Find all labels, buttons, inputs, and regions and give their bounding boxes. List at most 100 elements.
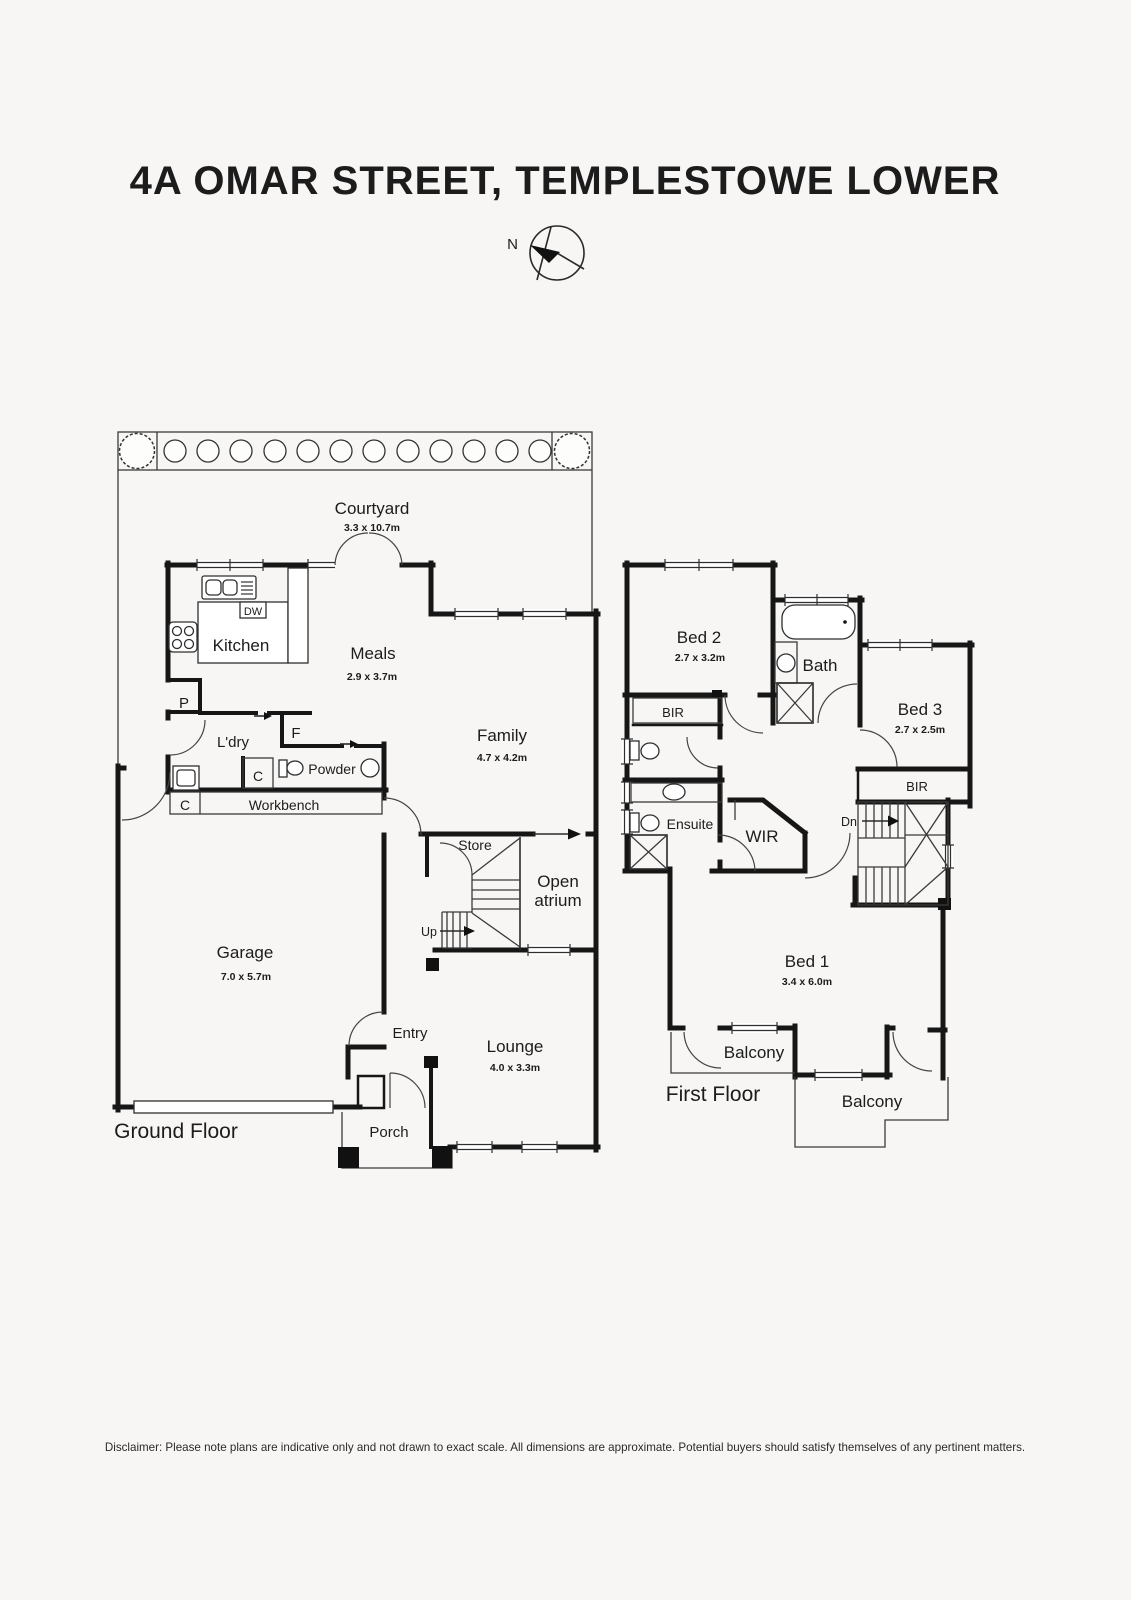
marker-cupboard-powder: C [253, 768, 263, 784]
room-label-porch: Porch [369, 1124, 408, 1141]
room-dims-bed3: 2.7 x 2.5m [895, 724, 945, 736]
marker-dishwasher: DW [244, 606, 263, 618]
first-floor-windows [621, 559, 954, 1081]
room-label-open-atrium-2: atrium [534, 891, 581, 910]
bed3-door-arc [859, 729, 898, 768]
toilet-icon [629, 740, 660, 761]
room-dims-lounge: 4.0 x 3.3m [490, 1062, 540, 1074]
room-dims-garage: 7.0 x 5.7m [221, 971, 271, 983]
french-door-arc [334, 532, 403, 566]
bir-box-bed2 [632, 697, 723, 724]
toilet-icon [278, 759, 304, 778]
courtyard-landscaping [117, 431, 593, 766]
window [867, 639, 933, 651]
hall-door-arc [383, 797, 422, 836]
room-label-garage: Garage [217, 943, 274, 962]
dishwasher [239, 601, 267, 619]
room-label-balcony-left: Balcony [724, 1043, 785, 1062]
window [196, 559, 264, 571]
first-floor-plan: Bed 2 2.7 x 3.2m Bath Bed 3 2.7 x 2.5m B… [621, 559, 975, 1148]
tree-icon [553, 432, 591, 470]
room-label-bed2: Bed 2 [677, 628, 721, 647]
cooktop-icon [168, 621, 198, 653]
room-label-courtyard: Courtyard [335, 499, 410, 518]
shower-icon [629, 834, 668, 870]
disclaimer-text: Disclaimer: Please note plans are indica… [105, 1441, 1025, 1454]
ground-floor-windows [196, 559, 571, 1153]
laundry-trough-icon [172, 765, 200, 791]
porch-pillar [338, 1147, 359, 1168]
window [731, 1022, 778, 1034]
marker-bir-bed2: BIR [662, 705, 684, 720]
window [521, 1141, 558, 1153]
room-dims-meals: 2.9 x 3.7m [347, 671, 397, 683]
balcony-outlines [670, 1032, 949, 1148]
marker-stairs-up: Up [421, 925, 437, 939]
bath-door-arc [817, 683, 858, 724]
first-floor-doors [683, 683, 933, 1072]
room-label-family: Family [477, 726, 528, 745]
bed2-door-arc [724, 694, 764, 734]
basin-icon [360, 758, 380, 778]
compass-north-label: N [507, 236, 518, 253]
room-label-open-atrium-1: Open [537, 872, 579, 891]
room-label-wir: WIR [745, 827, 778, 846]
basin-icon [776, 653, 796, 673]
up-arrow-head [464, 926, 475, 936]
ground-floor-doors [121, 532, 473, 1109]
room-label-bed1: Bed 1 [785, 952, 829, 971]
room-label-kitchen: Kitchen [213, 636, 270, 655]
room-dims-family: 4.7 x 4.2m [477, 752, 527, 764]
workbench-counter [169, 791, 383, 815]
marker-stairs-down: Dn [841, 815, 857, 829]
bed1-door-arc [804, 832, 851, 879]
room-dims-bed1: 3.4 x 6.0m [782, 976, 832, 988]
ensuite-door-arc [717, 834, 756, 872]
first-floor-label: First Floor [666, 1083, 761, 1106]
marker-cupboard-workbench: C [180, 797, 190, 813]
window [527, 944, 571, 956]
first-floor-walls [622, 560, 975, 1081]
porch-pillar [432, 1146, 452, 1168]
shower-icon [776, 682, 814, 724]
porch-structure [338, 1074, 453, 1169]
window [664, 559, 734, 571]
compass-icon: N [507, 225, 585, 281]
window [307, 559, 335, 571]
window [456, 1141, 493, 1153]
window [784, 594, 849, 606]
cupboard-box [242, 757, 274, 789]
balcony-right-door-arc [892, 1031, 933, 1072]
room-dims-courtyard: 3.3 x 10.7m [344, 522, 400, 534]
ground-floor-plan: Courtyard 3.3 x 10.7m Kitchen DW Meals 2… [112, 431, 601, 1169]
window [621, 781, 633, 804]
room-label-lounge: Lounge [487, 1037, 544, 1056]
room-label-powder: Powder [308, 761, 356, 777]
marker-bir-bed3: BIR [906, 779, 928, 794]
entry-door-arc [348, 1011, 384, 1047]
room-label-laundry: L'dry [217, 734, 250, 751]
label-workbench: Workbench [249, 797, 320, 813]
window [522, 608, 567, 620]
room-label-meals: Meals [350, 644, 395, 663]
garage-door [133, 1100, 334, 1114]
sink-icon [201, 575, 257, 600]
laundry-door-arc [169, 719, 206, 756]
marker-fridge: F [291, 725, 300, 742]
ground-floor-label: Ground Floor [114, 1120, 238, 1143]
room-label-bath: Bath [803, 656, 838, 675]
vanity-icon [630, 782, 723, 803]
balcony-left-door-arc [683, 1031, 722, 1069]
wc-door-arc [686, 736, 719, 769]
bathtub-icon [781, 604, 856, 640]
room-label-ensuite: Ensuite [667, 816, 714, 832]
window [814, 1069, 863, 1081]
room-label-store: Store [458, 837, 492, 853]
entrance-arrows [254, 712, 581, 840]
staircase-up [440, 837, 521, 950]
room-label-entry: Entry [392, 1025, 428, 1042]
page-title: 4A OMAR STREET, TEMPLESTOWE LOWER [130, 159, 1001, 203]
window [454, 608, 499, 620]
room-dims-bed2: 2.7 x 3.2m [675, 652, 725, 664]
